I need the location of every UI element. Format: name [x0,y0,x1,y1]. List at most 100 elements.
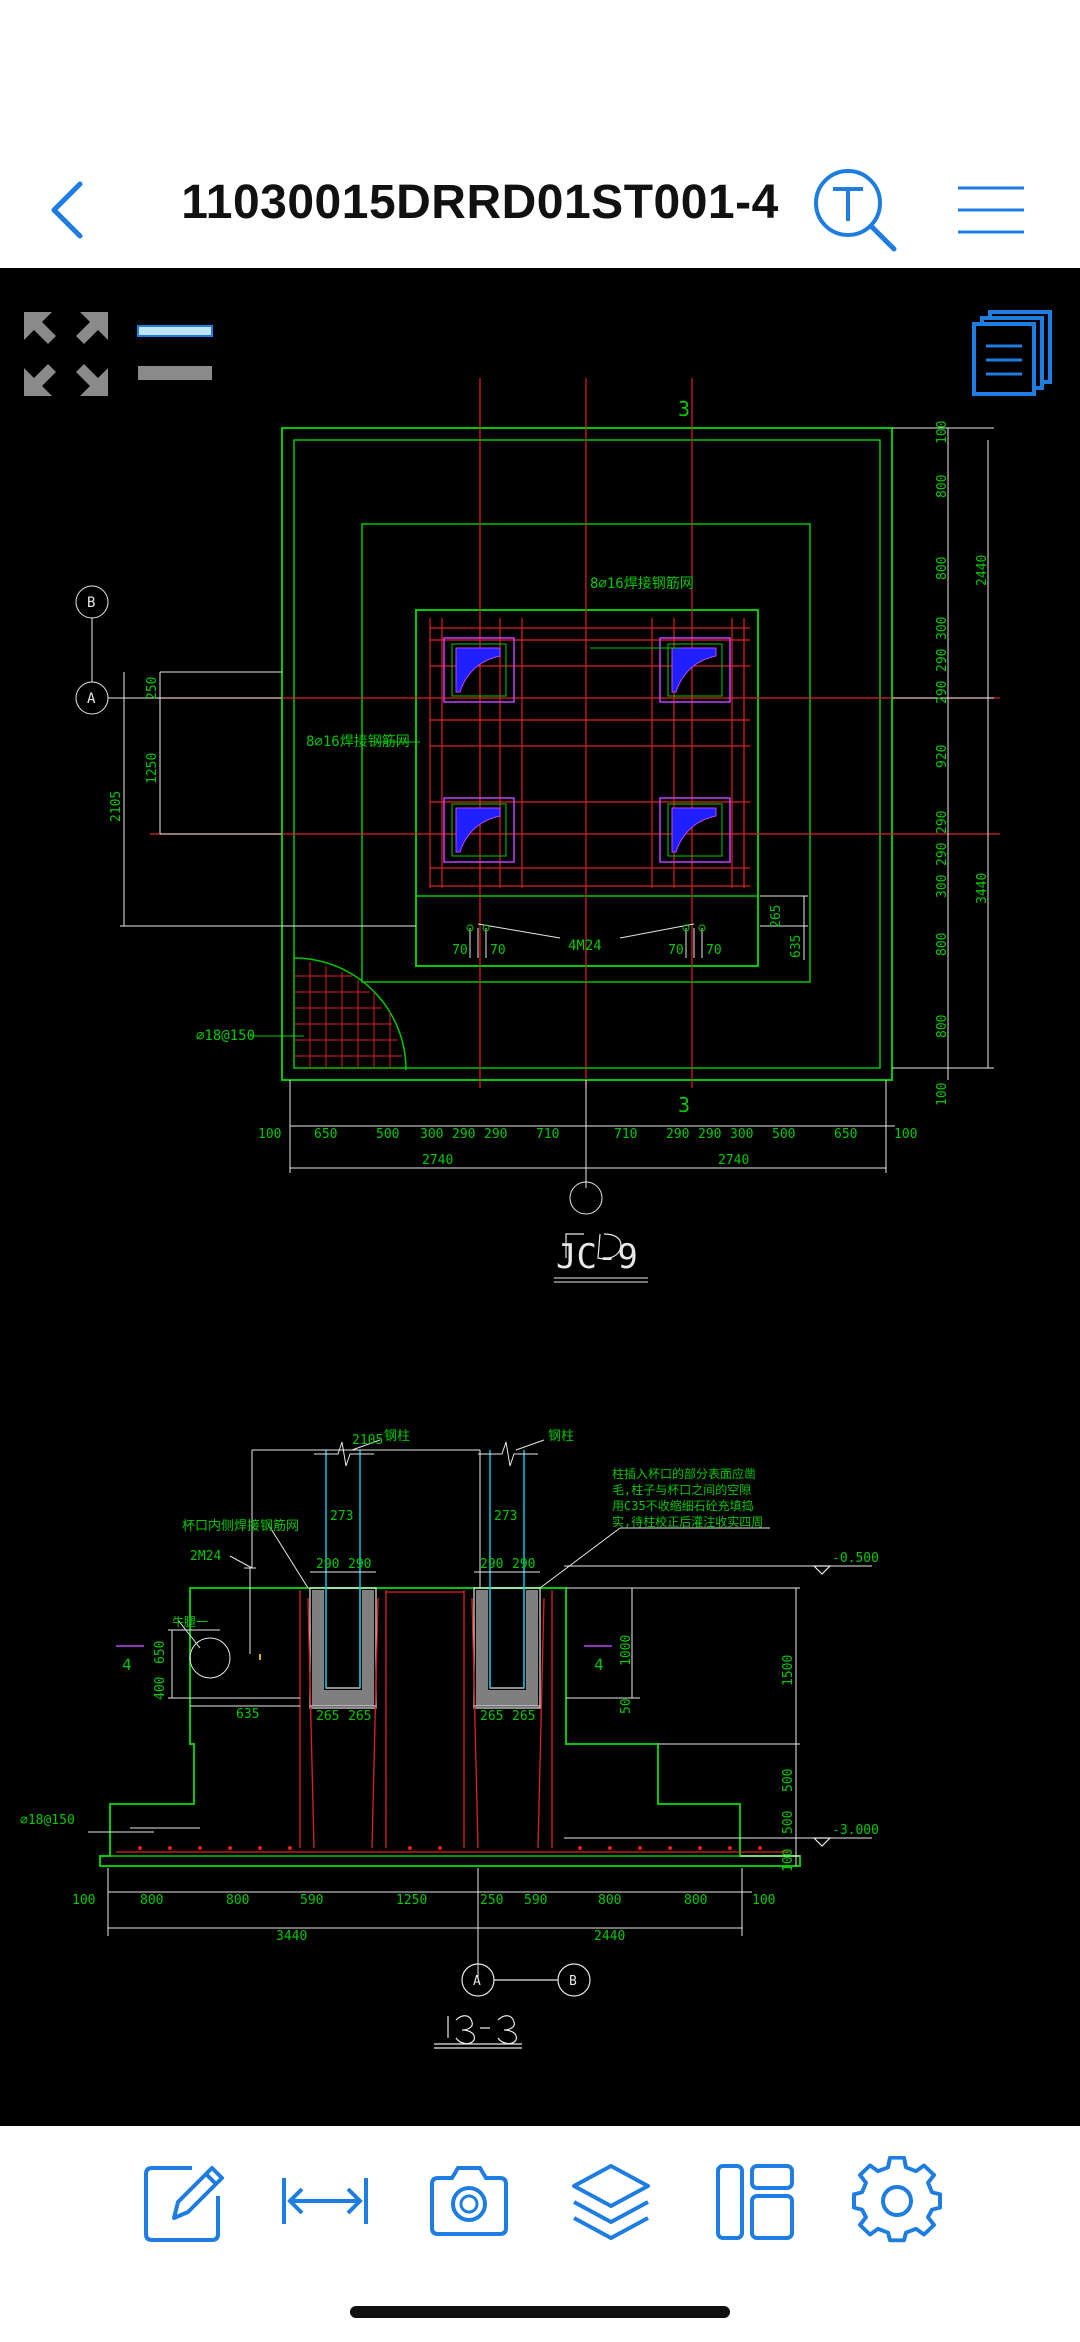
dim-text: 500 [781,1811,796,1834]
dim-text: 300 [935,875,950,898]
dim-text: 265 [769,905,784,928]
elevation-bottom: -3.000 [832,1823,879,1838]
dim-text: 273 [330,1509,353,1524]
grout-note-line: 用C35不收缩细石砼充填捣 [612,1498,754,1513]
section-view [88,1439,872,2049]
dim-text: 100 [781,1849,796,1872]
grout-note-line: 柱插入杯口的部分表面应凿 [612,1466,756,1481]
dim-text: 100 [752,1893,775,1908]
grout-note-line: 毛,柱子与杯口之间的空隙 [612,1482,751,1497]
steel-column-label: 钢柱 [548,1429,574,1444]
dim-text: 70 [452,943,468,958]
dim-text: 273 [494,1509,517,1524]
dim-total: 2740 [422,1153,453,1168]
dim-text: 650 [314,1127,337,1142]
section-mark-bottom: 3 [678,1093,690,1117]
dim-text: 70 [668,943,684,958]
rebar-note: ⌀18@150 [20,1813,75,1828]
layers-icon[interactable] [566,2156,656,2246]
dim-text: 1000 [619,1635,634,1666]
dim-total: 3440 [276,1929,307,1944]
note-mesh-top: 8⌀16焊接钢筋网 [590,575,694,592]
dim-text: 290 [452,1127,475,1142]
dim-total: 2740 [718,1153,749,1168]
measure-distance-icon[interactable] [280,2156,370,2246]
cup-mesh-note: 杯口内侧焊接钢筋网 [182,1518,299,1534]
dim-text: 290 [316,1557,339,1572]
dim-text: 400 [153,1677,168,1700]
expand-arrows-icon[interactable] [20,308,112,400]
cad-drawing-canvas[interactable]: JC-9 3 3 B A 8⌀16焊接钢筋网 8⌀16焊接钢筋网 ⌀18@150… [0,268,1080,2126]
dim-text: 250 [480,1893,503,1908]
dim-text: 70 [490,943,506,958]
dim-text: 650 [834,1127,857,1142]
camera-icon[interactable] [424,2156,514,2246]
layout-panels-icon[interactable] [710,2156,800,2246]
dim-total: 2440 [975,555,990,586]
grout-note-line: 实,待柱校正后灌注收实四周 [612,1514,763,1529]
plan-title: JC-9 [556,1237,638,1277]
axis-a-label: A [87,691,96,707]
steel-column-label: 钢柱 [384,1429,410,1444]
dim-text: 290 [935,681,950,704]
section-mark-top: 3 [678,397,690,421]
dim-text: 290 [935,811,950,834]
dim-text: 1250 [396,1893,427,1908]
axis-a-label: A [473,1974,481,1989]
dim-text: 800 [226,1893,249,1908]
back-chevron-icon[interactable] [40,170,100,250]
corbel-tag: 牛腿一 [172,1614,208,1629]
side-mark: 4 [594,1655,604,1674]
dim-text: 265 [316,1709,339,1724]
dim-text: 100 [935,421,950,444]
dim-text: 800 [140,1893,163,1908]
dim-text: 265 [348,1709,371,1724]
dim-text: 920 [935,745,950,768]
dim-text: 800 [598,1893,621,1908]
dim-text: 650 [153,1641,168,1664]
dim-text: 100 [894,1127,917,1142]
dim-text: 710 [614,1127,637,1142]
dim-text: 2105 [109,791,124,822]
bolt-note: 2M24 [190,1549,221,1564]
stacked-pages-icon[interactable] [970,308,1056,398]
note-mesh-left: 8⌀16焊接钢筋网 [306,733,410,750]
dim-text: 100 [72,1893,95,1908]
dim-text: 265 [512,1709,535,1724]
dim-text: 800 [935,933,950,956]
line-weight-icon[interactable] [136,318,216,388]
dim-text: 290 [348,1557,371,1572]
cad-drawing: JC-9 3 3 B A 8⌀16焊接钢筋网 8⌀16焊接钢筋网 ⌀18@150… [20,378,1000,2049]
dim-text: 290 [480,1557,503,1572]
axis-b-label: B [569,1974,577,1989]
home-indicator [350,2306,730,2318]
dim-total: 2440 [594,1929,625,1944]
axis-b-label: B [87,595,95,611]
edit-annotate-icon[interactable] [140,2156,230,2246]
dim-text: 290 [935,649,950,672]
dim-text: 800 [935,557,950,580]
dim-text: 265 [480,1709,503,1724]
dim-text: 290 [935,843,950,866]
dim-text: 500 [781,1769,796,1792]
dim-total: 3440 [975,873,990,904]
plan-view [75,378,1000,1283]
side-mark: 4 [122,1655,132,1674]
settings-gear-icon[interactable] [852,2156,942,2246]
dim-text: 290 [666,1127,689,1142]
dim-text: 590 [300,1893,323,1908]
dim-text: 100 [258,1127,281,1142]
dim-text: 1250 [145,753,160,784]
document-title: 11030015DRRD01ST001-4 [181,176,779,229]
dim-text: 590 [524,1893,547,1908]
dim-text: 500 [376,1127,399,1142]
dim-text: 290 [698,1127,721,1142]
text-search-icon[interactable] [808,165,908,255]
dim-text: 500 [772,1127,795,1142]
hamburger-menu-icon[interactable] [950,180,1030,240]
dim-text: 290 [484,1127,507,1142]
elevation-top: -0.500 [832,1551,879,1566]
dim-text: 300 [420,1127,443,1142]
rebar-note: ⌀18@150 [196,1028,255,1044]
dim-text: 2105 [352,1433,383,1448]
